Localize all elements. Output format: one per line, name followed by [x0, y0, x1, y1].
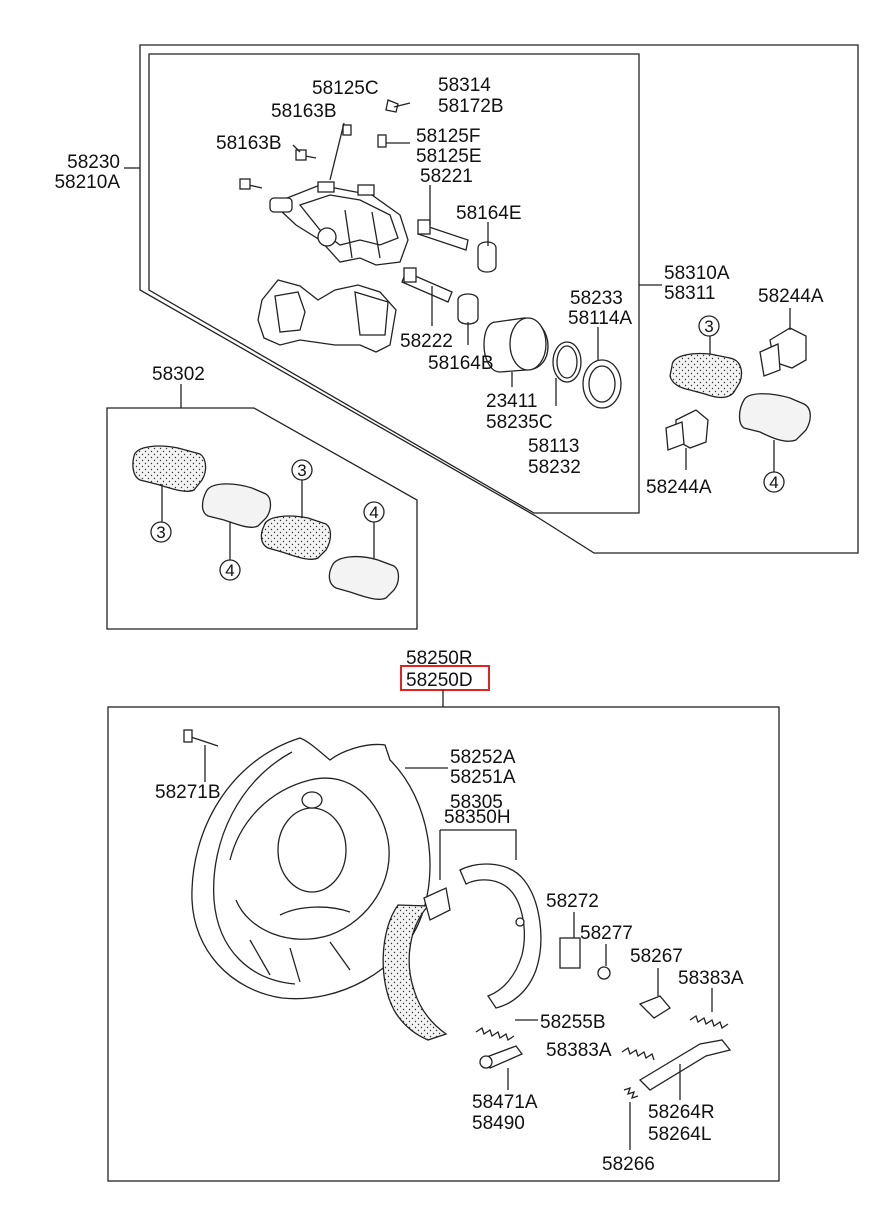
kit-pad-a — [132, 445, 207, 492]
part-label-58163B-2[interactable]: 58163B — [216, 133, 282, 154]
part-label-58383A[interactable]: 58383A — [678, 968, 744, 989]
part-label-58125F[interactable]: 58125F — [416, 126, 480, 147]
pad-set-label-2[interactable]: 58311 — [664, 283, 715, 304]
brake-shoe-left — [382, 887, 451, 1041]
brake-pad-3 — [669, 352, 743, 399]
callout-4 — [763, 471, 785, 493]
caliper-label-2[interactable]: 58210A — [54, 172, 120, 193]
part-label-58114A[interactable]: 58114A — [568, 308, 632, 329]
adjuster-spring — [559, 937, 581, 969]
caliper-label-1[interactable]: 58230 — [67, 152, 120, 173]
part-label-58125E[interactable]: 58125E — [416, 146, 482, 167]
part-label-58272[interactable]: 58272 — [546, 891, 599, 912]
part-label-58314[interactable]: 58314 — [438, 75, 491, 96]
anti-squeal-clips — [665, 327, 807, 451]
part-label-58113[interactable]: 58113 — [528, 436, 579, 457]
part-label-58221[interactable]: 58221 — [420, 166, 473, 187]
caliper-outer-frame — [139, 44, 859, 554]
kit-callout-1: 3 — [156, 523, 165, 542]
bolt-58271B — [187, 735, 219, 747]
part-label-58244A-2[interactable]: 58244A — [646, 477, 712, 498]
part-label-58222[interactable]: 58222 — [400, 331, 453, 352]
part-label-58383A-2[interactable]: 58383A — [546, 1040, 612, 1061]
caliper-assembly-group: 58230 58210A — [54, 44, 859, 554]
part-label-58125C[interactable]: 58125C — [312, 78, 379, 99]
part-label-58163B[interactable]: 58163B — [271, 101, 337, 122]
part-label-58490[interactable]: 58490 — [472, 1113, 525, 1134]
callout-4-label: 4 — [769, 473, 778, 492]
caliper-bracket — [257, 279, 397, 353]
kit-pad-c — [260, 515, 332, 560]
callout-3-label: 3 — [704, 317, 713, 336]
pad-set-group: 58310A 58311 3 4 58244A 58244A — [639, 263, 824, 498]
brake-shoe-right — [459, 863, 542, 1009]
pad-set-label-1[interactable]: 58310A — [664, 263, 730, 284]
assembly-label-58250R[interactable]: 58250R — [406, 648, 473, 669]
spring-58383A — [689, 1014, 729, 1030]
part-label-58233[interactable]: 58233 — [570, 288, 623, 309]
highlight-box — [400, 665, 490, 691]
part-label-58277[interactable]: 58277 — [580, 923, 633, 944]
part-label-58252A[interactable]: 58252A — [450, 747, 516, 768]
caliper-leaders — [292, 102, 599, 406]
part-label-58305[interactable]: 58305 — [450, 792, 503, 813]
parking-brake-group: 58250R 58250D 58271B 58252A 58251A 58305… — [107, 648, 780, 1182]
part-label-58266[interactable]: 58266 — [602, 1154, 655, 1175]
piston — [483, 317, 549, 373]
part-label-58267[interactable]: 58267 — [630, 946, 683, 967]
caliper-inner-frame — [148, 53, 640, 514]
part-label-23411[interactable]: 23411 — [486, 391, 537, 412]
pad-kit-frame — [106, 407, 418, 630]
parking-brake-frame — [107, 706, 780, 1182]
pad-kit-group: 58302 3 4 3 4 — [106, 364, 418, 630]
pad-kit-label[interactable]: 58302 — [152, 364, 205, 385]
bolts — [239, 99, 399, 190]
spring-58266 — [623, 1086, 639, 1100]
part-label-58271B[interactable]: 58271B — [155, 782, 221, 803]
part-label-58264R[interactable]: 58264R — [648, 1102, 715, 1123]
part-label-58255B[interactable]: 58255B — [540, 1012, 606, 1033]
brake-pad-4 — [738, 393, 811, 442]
part-label-58471A[interactable]: 58471A — [472, 1092, 538, 1113]
spring-58255B — [475, 1026, 515, 1042]
kit-callout-4: 4 — [369, 503, 378, 522]
bracket-58267 — [638, 995, 671, 1019]
kit-callout-2: 4 — [225, 561, 234, 580]
part-label-58164E[interactable]: 58164E — [456, 203, 522, 224]
kit-pad-d — [328, 555, 400, 600]
part-label-58172B[interactable]: 58172B — [438, 96, 504, 117]
callout-3 — [698, 315, 720, 337]
part-label-58235C[interactable]: 58235C — [486, 412, 553, 433]
guide-pins — [401, 219, 497, 325]
kit-pad-b — [201, 483, 272, 528]
caliper-body — [269, 181, 409, 266]
part-label-58164B[interactable]: 58164B — [428, 353, 494, 374]
part-label-58244A[interactable]: 58244A — [758, 286, 824, 307]
part-label-58251A[interactable]: 58251A — [450, 767, 516, 788]
lever-58264 — [638, 1039, 732, 1091]
assembly-label-58250D[interactable]: 58250D — [406, 670, 473, 691]
part-label-58232[interactable]: 58232 — [528, 457, 581, 478]
part-label-58350H[interactable]: 58350H — [444, 807, 511, 828]
part-label-58264L[interactable]: 58264L — [648, 1124, 711, 1145]
hold-down-cup — [597, 966, 611, 980]
spring-58383A-2 — [621, 1046, 655, 1061]
kit-callout-3: 3 — [297, 461, 306, 480]
adjuster-58471A — [479, 1045, 524, 1069]
